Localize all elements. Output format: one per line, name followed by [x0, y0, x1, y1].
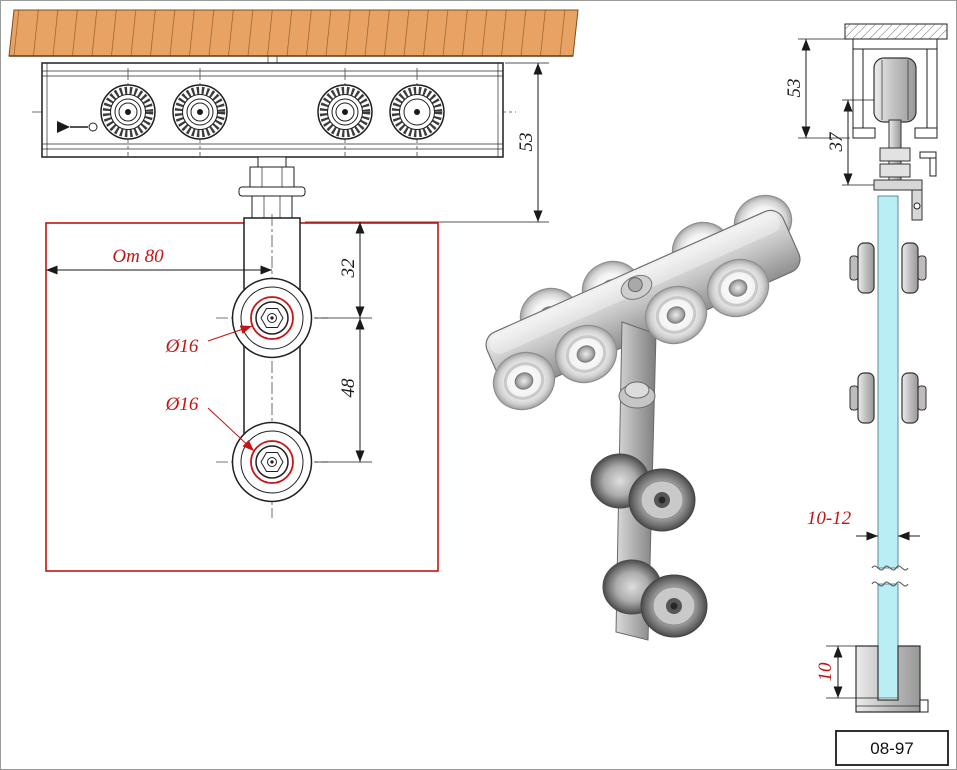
trolley-3d-view [485, 194, 801, 641]
bore-highlight-lower [250, 440, 294, 484]
callout-dia16-lower: Ø16 [165, 394, 255, 452]
ceiling-brick-band [8, 9, 579, 57]
break-mark-lower [871, 581, 909, 587]
dim-53-side: 53 [784, 38, 850, 139]
dim-label-glass-thickness: 10-12 [807, 508, 852, 529]
drawing-code: 08-97 [870, 739, 913, 758]
dim-label-53-side: 53 [784, 79, 805, 98]
dim-label-dia16-lower: Ø16 [165, 394, 199, 415]
dim-offset-80: От 80 [46, 246, 272, 275]
glass-panel [871, 195, 909, 699]
dim-label-bottom-inset: 10 [815, 662, 836, 682]
glass-clamp-lower [849, 372, 927, 424]
break-mark-upper [871, 565, 909, 571]
track-roller-3 [317, 68, 373, 156]
glass-upper-segment [877, 195, 899, 569]
dim-label-offset-80: От 80 [112, 246, 164, 267]
bore-highlight-upper [250, 296, 294, 340]
pulley-upper-3d [590, 453, 696, 532]
floor-guide [855, 645, 929, 713]
dim-label-48: 48 [338, 378, 359, 398]
door-panel-outline [45, 222, 439, 572]
pulley-lower-3d [602, 559, 708, 638]
track-front-view [32, 56, 516, 219]
track-profile [852, 38, 938, 139]
end-stop-detail [57, 121, 98, 133]
dim-bottom-inset: 10 [815, 645, 878, 699]
plate-roller-upper [216, 277, 328, 359]
callout-dia16-upper: Ø16 [165, 325, 253, 357]
glass-lower-segment [877, 583, 899, 699]
dim-37-side: 37 [826, 99, 874, 186]
track-roller-4 [389, 68, 445, 156]
track-roller-2 [172, 68, 228, 156]
dim-label-32: 32 [338, 258, 359, 279]
front-wheels [492, 258, 770, 411]
hanger-bolt-front [238, 156, 306, 219]
dim-label-53-front: 53 [516, 133, 537, 152]
dim-32-48: 32 48 [314, 222, 372, 463]
dim-53-front: 53 [305, 62, 549, 223]
roller-section [873, 57, 937, 221]
dim-glass-thickness: 10-12 [807, 508, 920, 541]
dim-label-dia16-upper: Ø16 [165, 336, 199, 357]
side-section-view [844, 23, 948, 713]
title-block: 08-97 [835, 730, 949, 766]
track-roller-1 [100, 68, 156, 156]
dim-label-37: 37 [826, 131, 847, 153]
glass-clamp-upper [849, 242, 927, 294]
